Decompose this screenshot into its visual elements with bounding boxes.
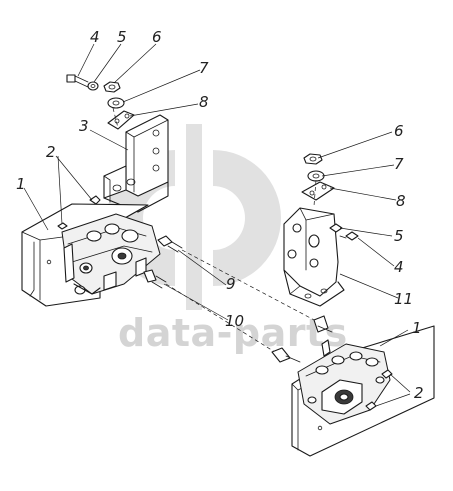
callout-10: 10 xyxy=(225,312,244,330)
callout-labels: 4 5 6 7 8 3 2 1 9 10 6 7 8 5 4 11 1 2 xyxy=(16,28,424,402)
callout-left-8: 8 xyxy=(199,93,209,111)
callout-left-2: 2 xyxy=(46,143,56,161)
right-bolt-4 xyxy=(339,231,359,241)
callout-left-5: 5 xyxy=(117,28,127,46)
watermark-text: data-parts xyxy=(118,311,348,355)
callout-left-6: 6 xyxy=(152,28,162,46)
callout-right-7: 7 xyxy=(394,155,404,173)
left-washer-7 xyxy=(107,97,125,109)
callout-right-11: 11 xyxy=(394,290,413,308)
callout-right-8: 8 xyxy=(396,192,406,210)
right-bracket-11 xyxy=(283,207,345,307)
left-washer-5 xyxy=(87,81,99,91)
right-engine-mount xyxy=(297,339,391,425)
callout-right-6: 6 xyxy=(394,122,404,140)
left-engine-mount xyxy=(61,213,161,295)
leader-lines xyxy=(23,43,411,407)
right-bolts-2 xyxy=(365,369,393,411)
right-washer-7 xyxy=(307,170,325,182)
right-plate-8 xyxy=(301,181,335,201)
callout-9: 9 xyxy=(226,275,236,293)
left-bracket-3 xyxy=(103,114,169,213)
left-nut-6 xyxy=(103,81,121,93)
callout-left-3: 3 xyxy=(79,117,89,135)
callout-left-7: 7 xyxy=(199,59,209,77)
callout-left-1: 1 xyxy=(16,175,26,193)
callout-right-2: 2 xyxy=(414,384,424,402)
left-bolts-2 xyxy=(57,195,101,230)
callout-right-5: 5 xyxy=(394,227,404,245)
callout-left-4: 4 xyxy=(90,28,100,46)
callout-right-1: 1 xyxy=(412,319,422,337)
left-bolt-4 xyxy=(66,74,89,88)
left-plate-8 xyxy=(107,110,135,130)
right-nut-6 xyxy=(303,153,323,165)
bolt-9 xyxy=(157,235,333,333)
callout-right-4: 4 xyxy=(394,258,404,276)
